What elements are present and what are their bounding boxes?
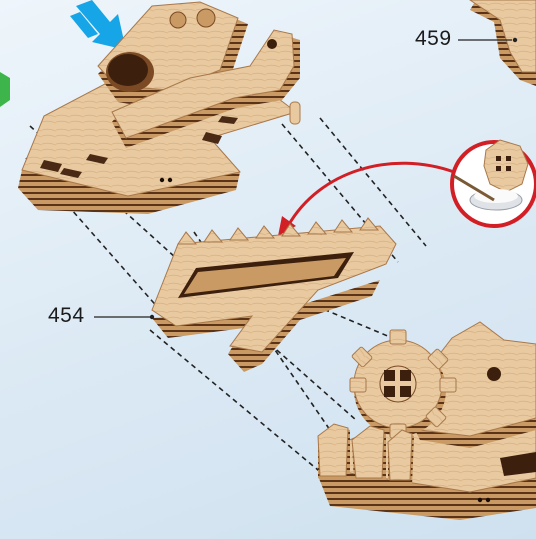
glue-bowl-brush-icon [452,140,536,226]
bottom-assembly [318,322,536,520]
top-part-base [18,2,300,214]
green-hexagon-icon [0,72,10,107]
callout-454-label: 454 [48,304,85,328]
part-459-fragment [470,0,536,86]
callout-459-label: 459 [415,27,452,51]
blue-push-arrow-icon [70,0,126,50]
